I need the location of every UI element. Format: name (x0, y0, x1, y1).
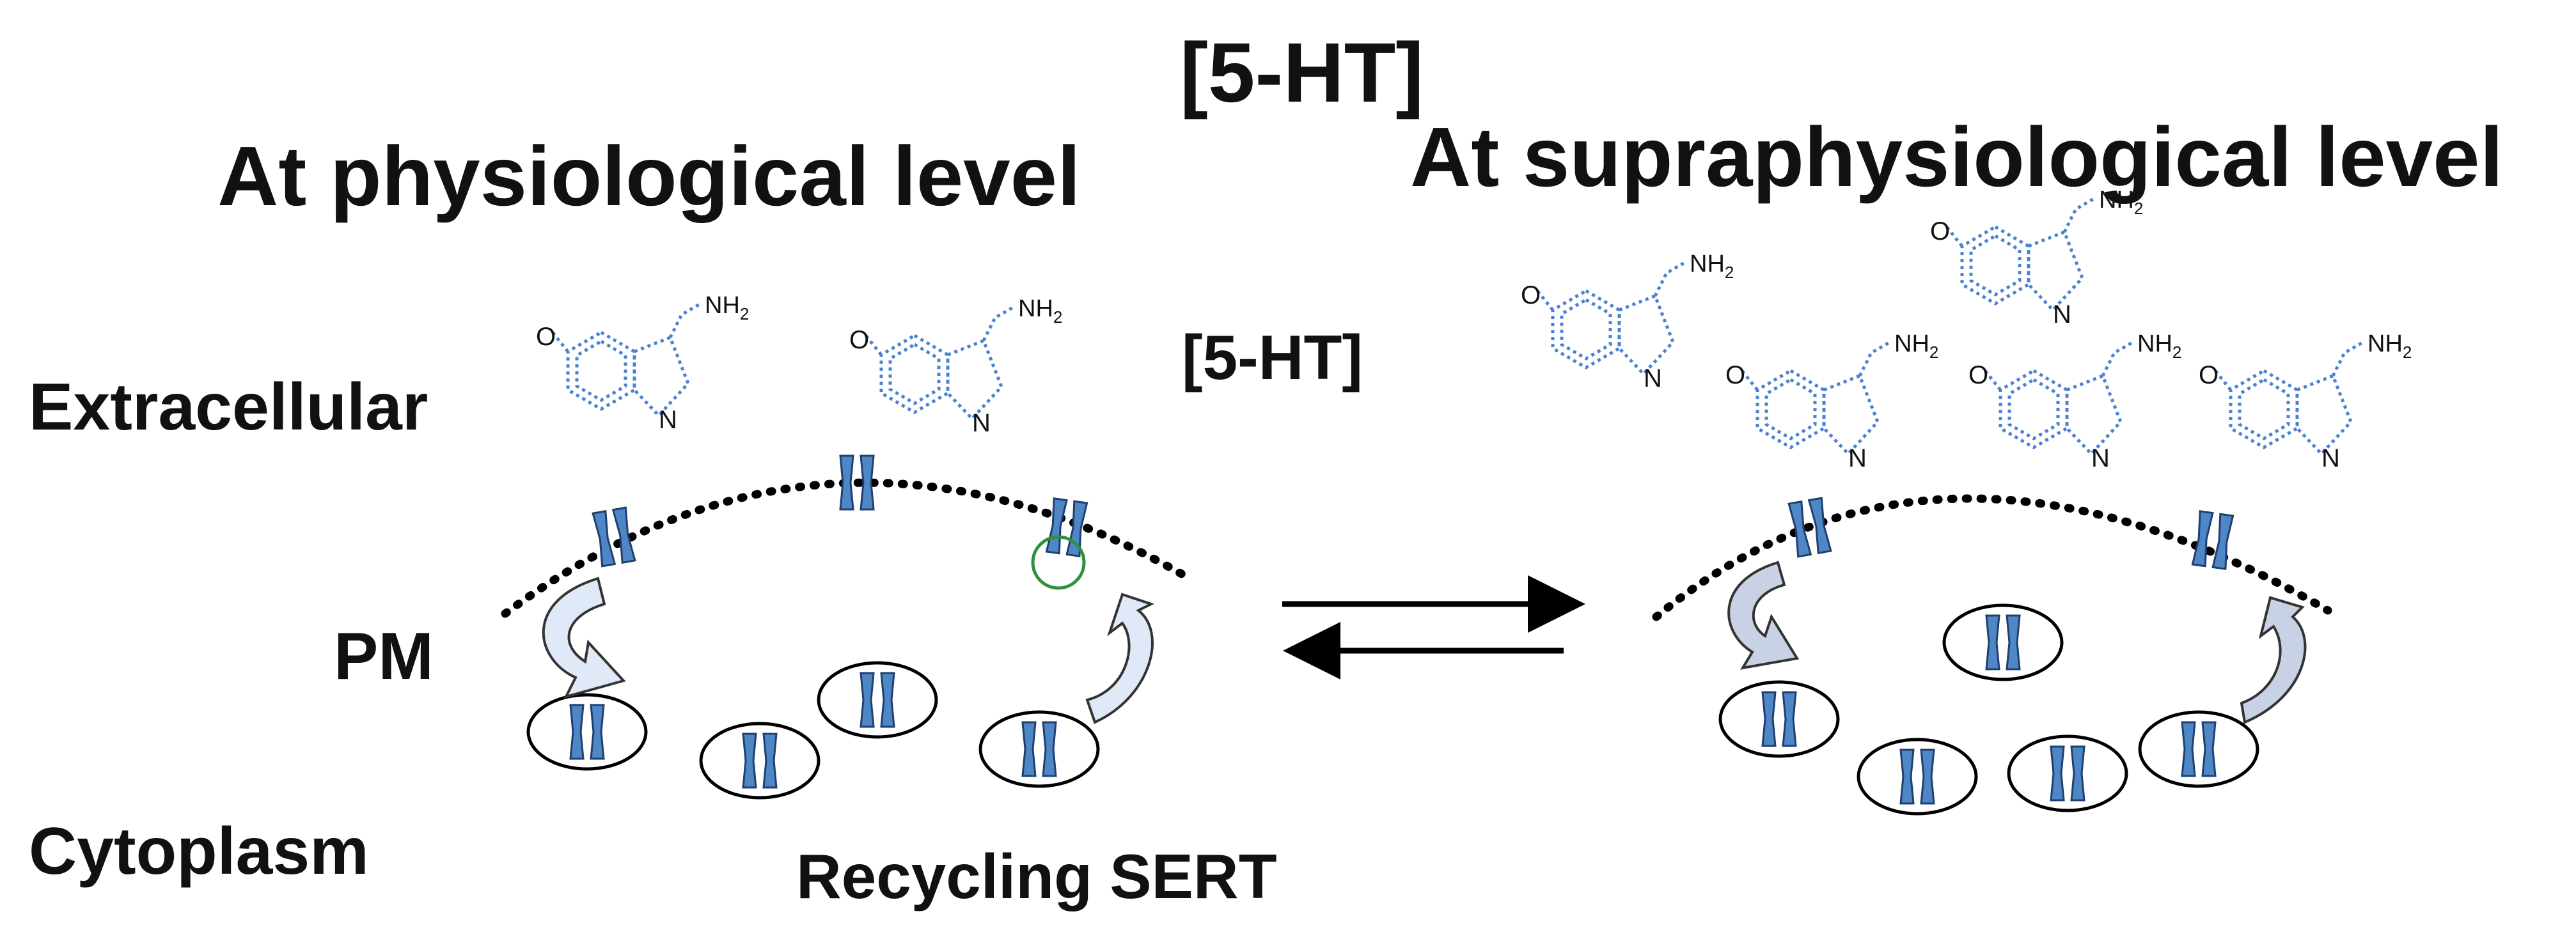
recycling-vesicle (2007, 734, 2128, 812)
nitrogen-atom-label: N (659, 406, 677, 434)
serotonin-molecule (1537, 263, 1685, 374)
panel-heading-supraphysiological: At supraphysiological level (1410, 110, 2504, 204)
diagram-title: [5-HT] (1180, 26, 1424, 120)
label-plasma-membrane: PM (334, 619, 434, 694)
recycling-vesicle (526, 693, 648, 771)
oxygen-atom-label: O (849, 326, 869, 354)
amine-subscript: 2 (1053, 307, 1062, 327)
caption-recycling-sert: Recycling SERT (796, 841, 1277, 911)
oxygen-atom-label: O (1930, 217, 1950, 245)
recycling-vesicle (978, 710, 1100, 788)
serotonin-molecule (866, 307, 1013, 419)
oxygen-atom-label: O (1521, 281, 1541, 309)
internalization-arrow (1727, 561, 1800, 670)
recycling-vesicle (2138, 710, 2259, 788)
nitrogen-atom-label: N (1644, 364, 1662, 392)
serotonin-molecule (1947, 199, 2094, 310)
nitrogen-atom-label: N (972, 409, 991, 437)
concentration-label: [5-HT] (1182, 322, 1363, 392)
recycling-vesicle (699, 722, 821, 800)
serotonin-molecule (1985, 343, 2132, 454)
serotonin-molecule (1742, 343, 1889, 454)
recycling-vesicle (1857, 738, 1978, 816)
amine-subscript: 2 (1929, 343, 1938, 362)
amine-subscript: 2 (2403, 343, 2412, 362)
amine-subscript: 2 (1725, 263, 1734, 282)
amine-group-label: NH2 (1690, 251, 1734, 282)
nitrogen-atom-label: N (1848, 444, 1867, 472)
internalization-arrow (542, 577, 626, 699)
amine-group-label: NH2 (705, 292, 749, 323)
recycling-arrow (2240, 596, 2307, 724)
nitrogen-atom-label: N (2053, 300, 2071, 329)
serotonin-molecule (553, 304, 700, 415)
amine-group-label: NH2 (2368, 330, 2412, 362)
amine-group-label: NH2 (2137, 330, 2181, 362)
plasma-membrane-right (1652, 494, 2332, 621)
serotonin-molecule (2215, 343, 2362, 454)
recycling-arrow (1085, 593, 1155, 724)
amine-group-label: NH2 (1894, 330, 1938, 362)
oxygen-atom-label: O (1968, 361, 1988, 389)
recycling-vesicle (817, 661, 938, 739)
label-cytoplasm: Cytoplasm (29, 814, 369, 888)
panel-heading-physiological: At physiological level (217, 129, 1081, 223)
amine-group-label: NH2 (1018, 295, 1062, 327)
nitrogen-atom-label: N (2091, 444, 2110, 472)
amine-subscript: 2 (2134, 199, 2143, 218)
amine-subscript: 2 (2172, 343, 2181, 362)
highlight-circle (1031, 535, 1086, 590)
recycling-vesicle (1942, 603, 2064, 681)
nitrogen-atom-label: N (2321, 444, 2340, 472)
amine-group-label: NH2 (2099, 187, 2143, 218)
amine-subscript: 2 (740, 304, 749, 323)
label-extracellular: Extracellular (29, 370, 428, 444)
recycling-vesicle (1718, 680, 1840, 758)
oxygen-atom-label: O (536, 323, 556, 351)
oxygen-atom-label: O (2199, 361, 2219, 389)
oxygen-atom-label: O (1725, 361, 1745, 389)
sert-transporter (592, 506, 636, 568)
